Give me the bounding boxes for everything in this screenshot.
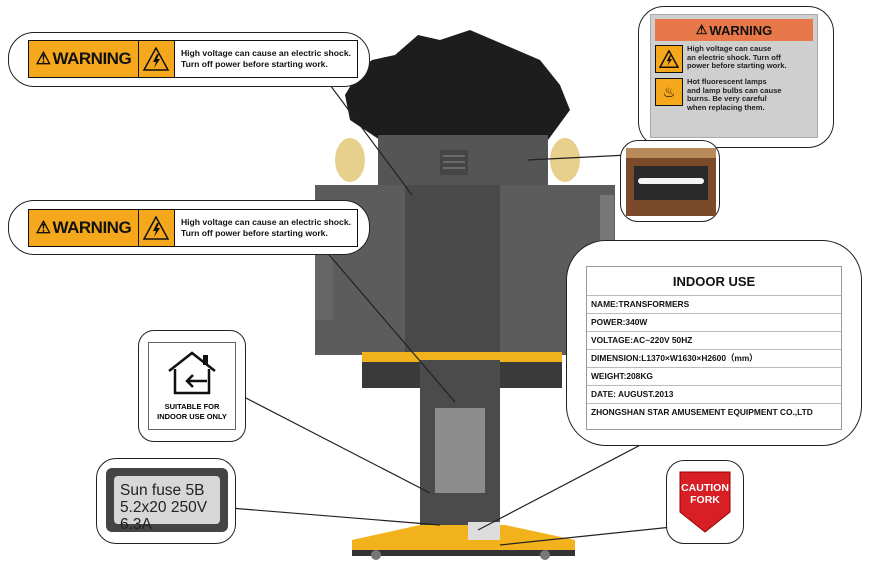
lamp-warning-tag: WARNING: [709, 22, 773, 38]
lamp-warning-text: an electric shock. Turn off: [687, 52, 781, 62]
warning-label-1: ⚠ WARNING High voltage can cause an elec…: [28, 40, 358, 78]
warning-triangle-icon: ⚠: [695, 22, 708, 37]
lamp-warning-sign: ⚠WARNING High voltage can cause an elect…: [650, 14, 818, 138]
lamp-photo: [626, 148, 716, 216]
fuse-label: Sun fuse 5B 5.2x20 250V 6.3A: [106, 468, 228, 533]
lamp-warning-text: power before starting work.: [687, 61, 787, 71]
indoor-use-sign: SUITABLE FOR INDOOR USE ONLY: [148, 342, 236, 430]
leader-warning-1: [329, 84, 413, 196]
nameplate-row: POWER:340W: [587, 314, 841, 332]
nameplate-row: VOLTAGE:AC~220V 50HZ: [587, 332, 841, 350]
indoor-sign-text: INDOOR USE ONLY: [157, 412, 227, 421]
nameplate-row: NAME:TRANSFORMERS: [587, 296, 841, 314]
nameplate-row: WEIGHT:208KG: [587, 368, 841, 386]
fuse-line-1: Sun fuse 5B: [120, 482, 205, 499]
warning-label-2: ⚠ WARNING High voltage can cause an elec…: [28, 209, 358, 247]
warning-triangle-icon: ⚠: [35, 218, 51, 237]
nameplate-row: DATE: AUGUST.2013: [587, 386, 841, 404]
warning-triangle-icon: ⚠: [35, 49, 51, 68]
high-voltage-icon: [138, 210, 175, 246]
right-lamp: [550, 138, 580, 182]
caution-shield-icon: [679, 471, 731, 533]
warning-tag: ⚠ WARNING: [29, 41, 139, 77]
lamp-warning-header: ⚠WARNING: [655, 19, 813, 41]
leader-warning-2: [324, 249, 456, 403]
leader-caution: [499, 526, 673, 546]
base-plate: [352, 525, 575, 552]
high-voltage-icon: [138, 41, 175, 77]
lamp-warning-text: and lamp bulbs can cause: [687, 85, 782, 95]
nameplate-title: INDOOR USE: [587, 267, 841, 296]
warning-tag-text: WARNING: [52, 218, 132, 237]
leader-nameplate: [477, 439, 651, 531]
warning-tag: ⚠ WARNING: [29, 210, 139, 246]
hot-surface-icon: ♨: [655, 78, 683, 106]
fuse-line-2: 5.2x20 250V 6.3A: [120, 499, 208, 533]
center-column: [405, 185, 500, 360]
lamp-warning-text: High voltage can cause: [687, 44, 772, 53]
yellow-band: [362, 352, 562, 364]
lamp-warning-text: burns. Be very careful: [687, 94, 767, 104]
lamp-warning-text: Hot fluorescent lamps: [687, 77, 767, 86]
warning-line-2: Turn off power before starting work.: [180, 59, 328, 69]
indoor-sign-text: SUITABLE FOR: [164, 402, 220, 411]
leader-lamp: [527, 154, 629, 161]
caution-text: FORK: [690, 494, 720, 506]
left-lamp: [335, 138, 365, 182]
high-voltage-icon: [655, 45, 683, 73]
nameplate-row: ZHONGSHAN STAR AMUSEMENT EQUIPMENT CO.,L…: [591, 407, 813, 417]
nameplate-row: DIMENSION:L1370×W1630×H2600（mm）: [587, 350, 841, 368]
warning-line-1: High voltage can cause an electric shock…: [180, 217, 351, 227]
lamp-warning-text: when replacing them.: [687, 102, 765, 112]
pedestal-panel: [435, 408, 485, 493]
caution-text: CAUTION: [681, 482, 729, 494]
caution-fork-sign: CAUTION FORK: [678, 470, 732, 534]
house-arrow-icon: [168, 351, 216, 395]
warning-line-1: High voltage can cause an electric shock…: [180, 48, 351, 58]
machine-top-silhouette: [345, 30, 570, 140]
leader-fuse: [229, 507, 441, 526]
nameplate: INDOOR USE NAME:TRANSFORMERS POWER:340W …: [586, 266, 842, 430]
warning-line-2: Turn off power before starting work.: [180, 228, 328, 238]
leader-indoor: [239, 394, 431, 494]
warning-tag-text: WARNING: [52, 49, 132, 68]
